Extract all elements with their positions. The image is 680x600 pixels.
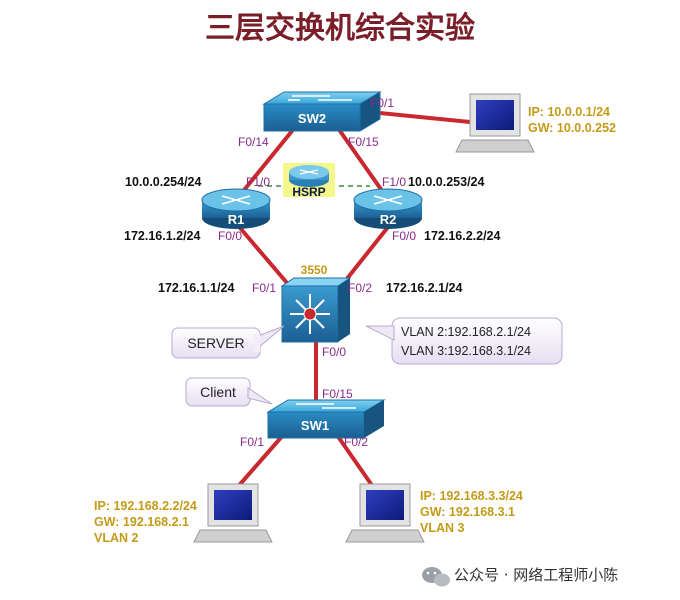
port-r2-f00: F0/0: [392, 229, 416, 243]
port-sw1-f015: F0/15: [322, 387, 353, 401]
watermark-text: 公众号 · 网络工程师小陈: [454, 566, 618, 584]
port-l3-f00: F0/0: [322, 345, 346, 359]
port-r1-f00: F0/0: [218, 229, 242, 243]
r1-label: R1: [228, 212, 245, 227]
addr-r1-f10: 10.0.0.254/24: [125, 175, 202, 189]
vlan3-text: VLAN 3:192.168.3.1/24: [401, 344, 531, 358]
port-sw2-f014: F0/14: [238, 135, 269, 149]
addr-l3-f02: 172.16.2.1/24: [386, 281, 463, 295]
port-sw1-f01: F0/1: [240, 435, 264, 449]
sw2-switch[interactable]: SW2: [262, 91, 382, 132]
client-label: Client: [200, 384, 236, 400]
port-l3-f01: F0/1: [252, 281, 276, 295]
hsrp-label: HSRP: [292, 185, 325, 199]
vlan2-text: VLAN 2:192.168.2.1/24: [401, 325, 531, 339]
port-sw2-f01: F0/1: [370, 96, 394, 110]
pc-right-gw: GW: 192.168.3.1: [420, 505, 515, 519]
pc-top[interactable]: [455, 93, 535, 153]
l3-switch-3550[interactable]: 3550: [280, 263, 352, 343]
addr-r2-f00: 172.16.2.2/24: [424, 229, 501, 243]
addr-r1-f00: 172.16.1.2/24: [124, 229, 201, 243]
hsrp-router: HSRP: [283, 163, 335, 199]
addr-r2-f10: 10.0.0.253/24: [408, 175, 485, 189]
diagram-title: 三层交换机综合实验: [205, 11, 475, 46]
sw2-label: SW2: [298, 111, 326, 126]
port-r1-f10: F1/0: [246, 175, 270, 189]
wechat-icon: [422, 567, 450, 587]
server-callout: SERVER: [171, 325, 285, 359]
server-label: SERVER: [187, 335, 244, 351]
l3-switch-label: 3550: [301, 263, 328, 277]
pc-left-gw: GW: 192.168.2.1: [94, 515, 189, 529]
pc-right[interactable]: [345, 483, 425, 543]
pc-left-ip: IP: 192.168.2.2/24: [94, 499, 197, 513]
watermark: 公众号 · 网络工程师小陈: [422, 566, 618, 587]
link-sw2-r1: [238, 129, 294, 197]
r1-router[interactable]: R1: [201, 188, 271, 229]
port-l3-f02: F0/2: [348, 281, 372, 295]
pc-top-gw: GW: 10.0.0.252: [528, 121, 616, 135]
link-r1-l3: [233, 220, 295, 292]
pc-right-vlan: VLAN 3: [420, 521, 465, 535]
link-sw2-r2: [338, 129, 387, 197]
pc-right-ip: IP: 192.168.3.3/24: [420, 489, 523, 503]
pc-top-ip: IP: 10.0.0.1/24: [528, 105, 610, 119]
client-callout: Client: [185, 377, 273, 407]
pc-left[interactable]: [193, 483, 273, 543]
vlan-callout: VLAN 2:192.168.2.1/24 VLAN 3:192.168.3.1…: [365, 317, 563, 365]
sw1-label: SW1: [301, 418, 329, 433]
addr-l3-f01: 172.16.1.1/24: [158, 281, 235, 295]
port-r2-f10: F1/0: [382, 175, 406, 189]
port-sw1-f02: F0/2: [344, 435, 368, 449]
sw1-switch[interactable]: SW1: [266, 399, 386, 439]
r2-router[interactable]: R2: [353, 188, 423, 229]
pc-left-vlan: VLAN 2: [94, 531, 139, 545]
r2-label: R2: [380, 212, 397, 227]
port-sw2-f015: F0/15: [348, 135, 379, 149]
